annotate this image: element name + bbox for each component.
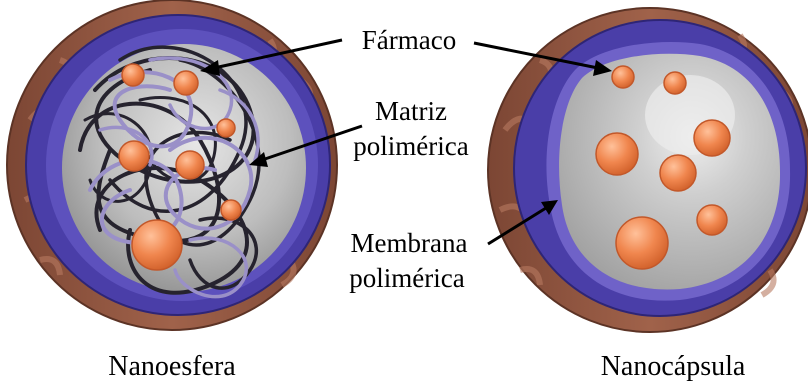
drug-particle [176, 151, 204, 179]
caption-nanocapsule: Nanocápsula [588, 352, 758, 382]
drug-particle [119, 141, 149, 171]
drug-particle [132, 220, 182, 270]
drug-particle [660, 155, 696, 191]
label-membrane-line2: polimérica [342, 263, 472, 293]
drug-particle [217, 119, 235, 137]
drug-particle [174, 71, 198, 95]
caption-nanosphere: Nanoesfera [92, 352, 252, 382]
drug-particle [612, 66, 634, 88]
label-matrix-line1: Matriz [356, 96, 466, 126]
nanosphere [7, 0, 337, 330]
drug-particle [694, 120, 730, 156]
drug-particle [616, 217, 668, 269]
drug-particle [664, 72, 686, 94]
label-matrix-line2: polimérica [346, 131, 476, 161]
drug-particle [697, 205, 727, 235]
drug-particle [596, 133, 638, 175]
label-membrane-line1: Membrana [334, 228, 484, 258]
drug-particle [221, 200, 241, 220]
label-drug: Fármaco [344, 25, 474, 55]
drug-particle [122, 64, 144, 86]
